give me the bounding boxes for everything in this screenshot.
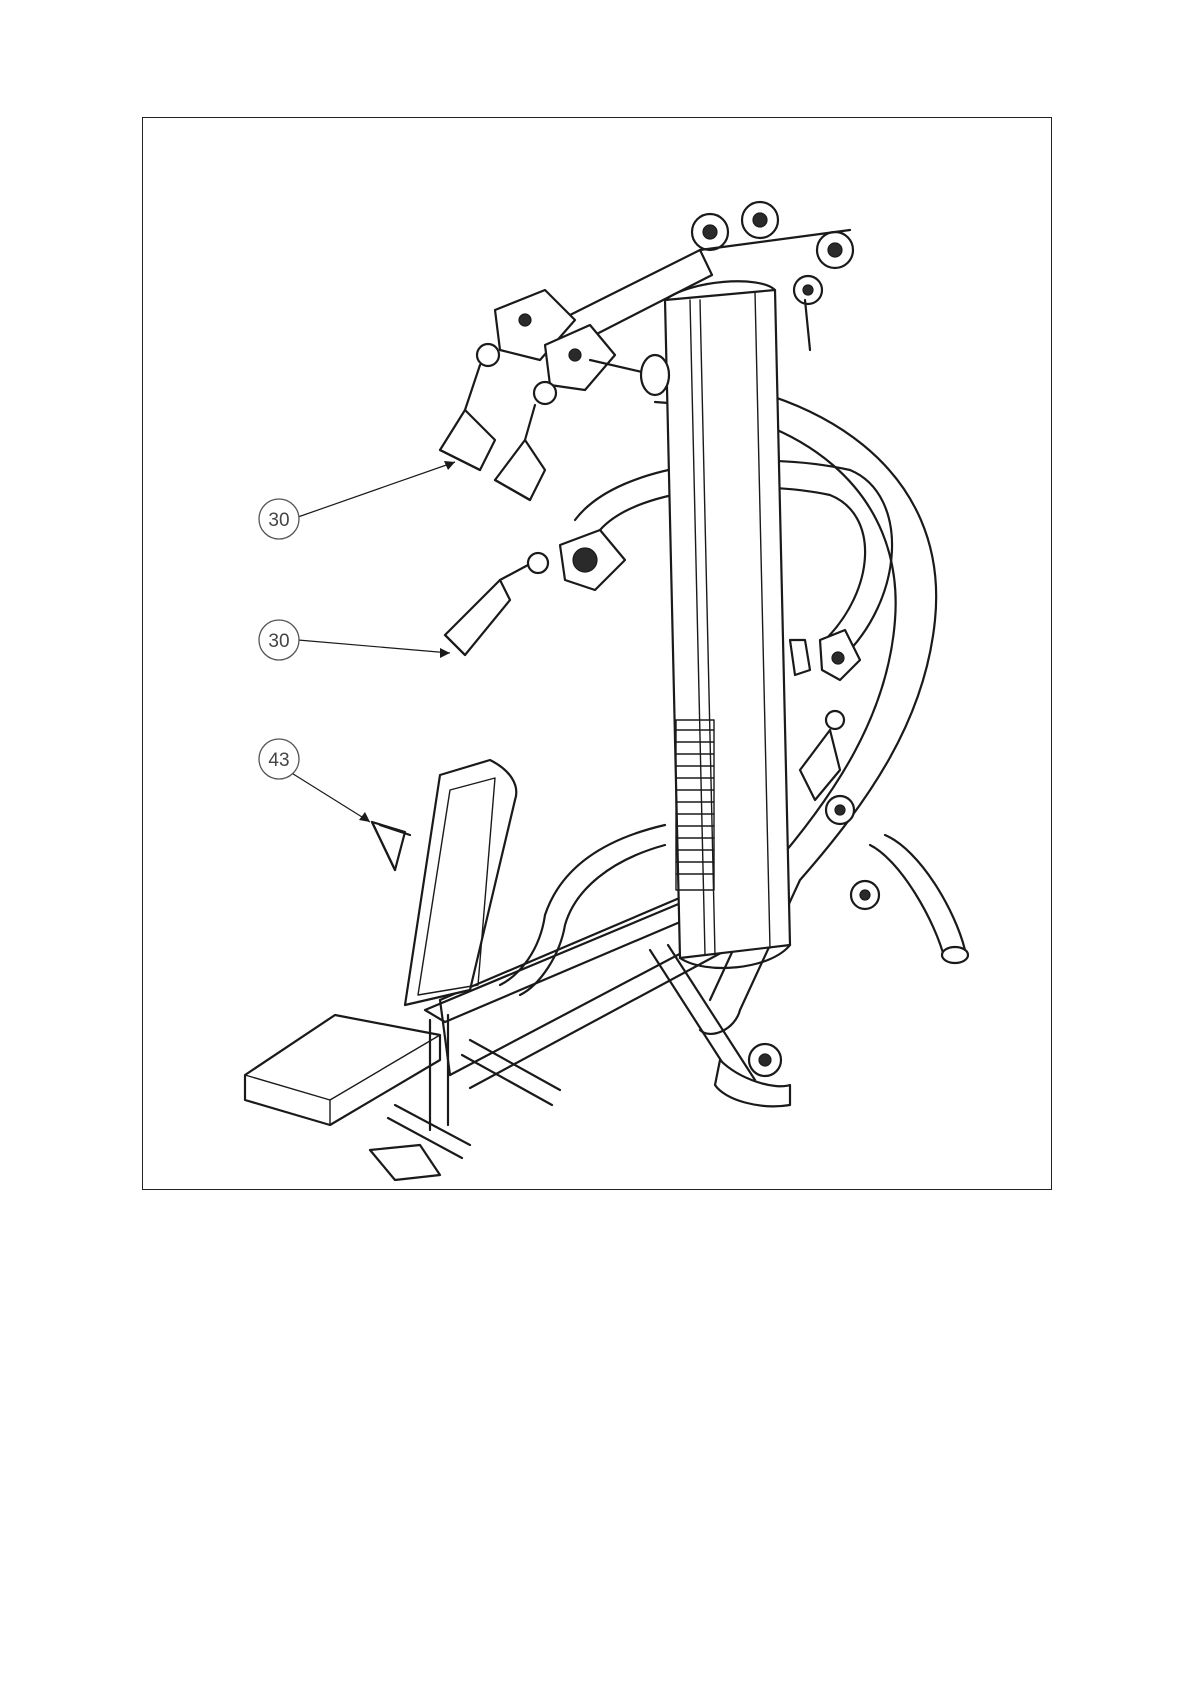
rear-leg — [870, 835, 968, 963]
loose-handle — [372, 822, 410, 870]
callout-label: 30 — [268, 631, 289, 652]
backrest — [405, 760, 516, 1005]
lower-right-pulleys — [790, 630, 879, 909]
seat-pad — [245, 1015, 440, 1125]
callout-label: 43 — [268, 750, 289, 771]
callout-leaders — [290, 461, 455, 822]
upper-handles — [440, 365, 545, 500]
seat-frame-tube — [500, 825, 665, 995]
upper-pulley-housing — [477, 290, 669, 404]
callout-30-middle: 30 — [259, 620, 299, 660]
callout-43: 43 — [259, 739, 299, 779]
callout-label: 30 — [268, 510, 289, 531]
callout-30-top: 30 — [259, 499, 299, 539]
middle-pulley-handle — [445, 530, 625, 655]
front-support-tube — [650, 945, 790, 1106]
weight-stack-column — [665, 281, 790, 968]
